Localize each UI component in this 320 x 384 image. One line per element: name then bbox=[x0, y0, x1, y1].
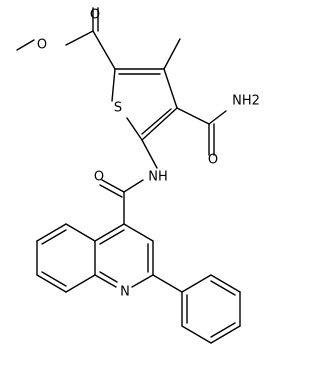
bond-co-double-2 bbox=[99, 184, 123, 198]
bond-n-q8a-inner bbox=[99, 271, 118, 283]
bond-q4a-q5 bbox=[65, 223, 96, 242]
bond-q4a-q4 bbox=[94, 223, 125, 242]
bond-q5-q6-inner bbox=[41, 229, 67, 245]
atom-label-quinoline-n: N bbox=[120, 285, 130, 300]
bond-ether-o-to-carbonyl-c bbox=[65, 30, 94, 46]
carboxamide-group bbox=[176, 107, 227, 156]
bond-c4-c5 bbox=[141, 107, 178, 141]
molecule-canvas: O O S NH2 O NH O N bbox=[16, 7, 260, 344]
phenyl-ring bbox=[181, 274, 241, 344]
bond-q2-n bbox=[131, 274, 154, 288]
bond-s-c2 bbox=[111, 68, 116, 102]
bond-n-q8a bbox=[94, 274, 117, 288]
methyl-ester-group bbox=[16, 7, 116, 70]
quinoline-pyridine-ring bbox=[94, 223, 154, 288]
atom-label-ester-carbonyl-o: O bbox=[90, 8, 100, 23]
bond-methyl-to-ether-o bbox=[16, 39, 35, 51]
bond-c3-c4 bbox=[163, 68, 178, 109]
bond-carbonyl-c-to-ring-c2 bbox=[92, 30, 116, 70]
bond-q2-to-phenyl bbox=[152, 274, 183, 293]
thiophene-ring bbox=[111, 68, 178, 141]
bond-c3-methyl bbox=[163, 38, 181, 70]
bond-amide-c-to-nh2 bbox=[208, 110, 227, 125]
atom-label-thiophene-s: S bbox=[114, 101, 122, 116]
atom-label-amide-carbonyl-o: O bbox=[208, 153, 218, 168]
bond-nh-to-amide-c bbox=[123, 179, 144, 193]
quinoline-carbonyl-group bbox=[99, 179, 125, 225]
bond-co-double-1 bbox=[101, 179, 125, 193]
bond-ph4-ph5 bbox=[210, 325, 241, 344]
bond-c4-to-amide-c bbox=[176, 107, 210, 125]
bond-c5-s bbox=[126, 117, 143, 141]
bond-ph4-ph5-inner bbox=[210, 322, 236, 338]
bond-q7-q8-inner bbox=[41, 271, 67, 287]
bond-q5-q6 bbox=[36, 223, 67, 242]
atom-label-amide-nh2: NH2 bbox=[232, 94, 260, 109]
quinoline-benzo-ring bbox=[36, 223, 96, 293]
bond-c4-c5-inner bbox=[141, 108, 172, 135]
bond-ph1-ph2 bbox=[181, 274, 212, 293]
bond-ph5-ph6 bbox=[181, 325, 212, 344]
bond-q7-q8 bbox=[36, 274, 67, 293]
bond-q8-q8a bbox=[65, 274, 96, 293]
structure-diagram: O O S NH2 O NH O N bbox=[16, 7, 260, 344]
atom-label-ester-ether-o: O bbox=[37, 38, 47, 53]
bond-q4-q3 bbox=[123, 223, 154, 242]
bond-ph2-ph3 bbox=[210, 274, 241, 293]
bond-c5-to-nh bbox=[141, 139, 158, 169]
atom-label-amide-nh: NH bbox=[148, 170, 168, 185]
bond-ph2-ph3-inner bbox=[210, 280, 236, 296]
bond-q4a-q4-inner bbox=[99, 229, 125, 245]
atom-label-quinoline-carbonyl-o: O bbox=[94, 170, 104, 185]
